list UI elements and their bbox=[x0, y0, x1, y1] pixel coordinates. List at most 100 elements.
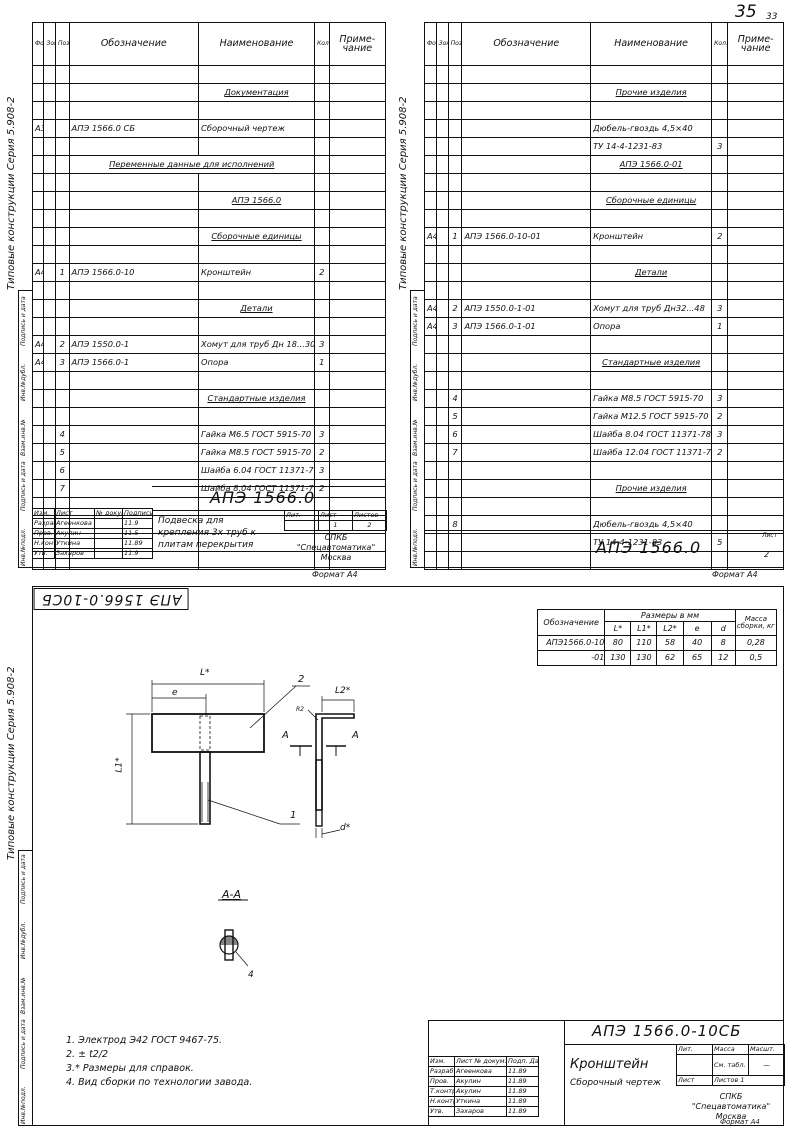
cell-z bbox=[43, 353, 56, 372]
cell-z bbox=[43, 479, 56, 498]
cell-note bbox=[727, 317, 784, 336]
cell-p: 2 bbox=[54, 335, 70, 354]
cell-f bbox=[31, 191, 45, 210]
cell-p bbox=[54, 65, 70, 84]
spec-row: Документация bbox=[31, 83, 387, 102]
cell-note bbox=[727, 389, 784, 408]
cell-qty bbox=[711, 191, 729, 210]
cell-z bbox=[435, 245, 449, 264]
cell-p bbox=[447, 461, 463, 480]
spec-row: Детали bbox=[31, 299, 387, 318]
cell-note bbox=[328, 209, 387, 228]
cell-p bbox=[54, 407, 70, 426]
cell-qty bbox=[711, 335, 729, 354]
cell-f bbox=[31, 299, 45, 318]
cell-z bbox=[435, 425, 449, 444]
col-name: Наименование bbox=[590, 22, 713, 66]
cell-note bbox=[727, 245, 784, 264]
side-stamp-label: Подпись и дата bbox=[20, 296, 27, 346]
cell-note bbox=[727, 371, 784, 390]
spec-row bbox=[424, 101, 784, 120]
cell-qty: 3 bbox=[711, 425, 729, 444]
sig-sig bbox=[94, 528, 123, 539]
cell-note bbox=[727, 299, 784, 318]
cell-z bbox=[435, 263, 449, 282]
cell-p bbox=[447, 371, 463, 390]
sizes-value: 130 bbox=[604, 650, 632, 666]
cell-note bbox=[727, 65, 784, 84]
side-stamp-label: Подпись и дата bbox=[20, 854, 27, 904]
cell-name bbox=[198, 317, 315, 336]
cell-z bbox=[43, 245, 56, 264]
cell-f bbox=[31, 443, 45, 462]
sig-role: Изм. bbox=[32, 508, 55, 519]
cell-name: Гайка М8.5 ГОСТ 5915-70 bbox=[198, 443, 315, 462]
sig-date: 11.89 bbox=[122, 538, 153, 549]
cell-designation bbox=[68, 191, 200, 210]
cell-p bbox=[54, 101, 70, 120]
col-note: Приме-чание bbox=[328, 22, 387, 66]
cell-qty bbox=[313, 191, 330, 210]
cell-p bbox=[447, 497, 463, 516]
cell-f bbox=[424, 479, 437, 498]
cell-z bbox=[43, 227, 56, 246]
side-series-left: Типовые конструкции Серия 5.908-2 bbox=[6, 96, 17, 290]
cell-p bbox=[54, 173, 70, 192]
cell-note bbox=[328, 101, 387, 120]
side-stamp-label: Инв.№подл. bbox=[20, 528, 27, 566]
cell-designation bbox=[68, 65, 200, 84]
spec-row bbox=[424, 245, 784, 264]
cell-qty bbox=[711, 245, 729, 264]
cell-p: 4 bbox=[447, 389, 463, 408]
cell-qty bbox=[711, 353, 729, 372]
spec-row bbox=[424, 281, 784, 300]
cell-f bbox=[31, 101, 45, 120]
sig-name: Уткина bbox=[54, 538, 95, 549]
cell-z bbox=[43, 335, 56, 354]
rotated-doc-code: АПЭ 1566.0-10СБ bbox=[34, 588, 189, 610]
cell-f: А4 bbox=[31, 263, 45, 282]
cell-f bbox=[31, 317, 45, 336]
cell-p bbox=[54, 83, 70, 102]
sizes-designation: -01 bbox=[536, 650, 606, 666]
section-mark-right: А bbox=[352, 730, 359, 741]
cell-p bbox=[54, 209, 70, 228]
cell-note bbox=[328, 353, 387, 372]
sig-role: Утв. bbox=[32, 548, 55, 559]
spec-row bbox=[31, 371, 387, 390]
cell-z bbox=[43, 299, 56, 318]
col-zone: Зона bbox=[43, 22, 56, 66]
side-stamp-label: Взам.инв.№ bbox=[20, 977, 27, 1014]
cell-note bbox=[727, 281, 784, 300]
lit-label-bottom: Лит. bbox=[676, 1044, 713, 1055]
format-bottom: Формат А4 bbox=[720, 1118, 760, 1126]
title-divider-left bbox=[152, 510, 386, 511]
cell-qty bbox=[313, 371, 330, 390]
sig-sig bbox=[94, 548, 123, 559]
cell-z bbox=[435, 173, 449, 192]
cell-name: Гайка М6.5 ГОСТ 5915-70 bbox=[198, 425, 315, 444]
cell-z bbox=[43, 389, 56, 408]
cell-name bbox=[590, 245, 713, 264]
side-stamp-column-left bbox=[18, 290, 32, 568]
cell-f bbox=[424, 155, 437, 174]
cell-f bbox=[424, 245, 437, 264]
cell-p bbox=[54, 227, 70, 246]
cell-qty bbox=[313, 317, 330, 336]
cell-designation bbox=[461, 263, 592, 282]
cell-f bbox=[31, 281, 45, 300]
spec-row: Стандартные изделия bbox=[31, 389, 387, 408]
cell-note bbox=[328, 335, 387, 354]
cell-name bbox=[198, 101, 315, 120]
assembly-drawing bbox=[126, 680, 355, 967]
cell-f bbox=[31, 389, 45, 408]
cell-designation bbox=[461, 371, 592, 390]
cell-qty: 2 bbox=[711, 443, 729, 462]
sizes-col: d bbox=[710, 621, 736, 636]
cell-note bbox=[727, 551, 784, 570]
